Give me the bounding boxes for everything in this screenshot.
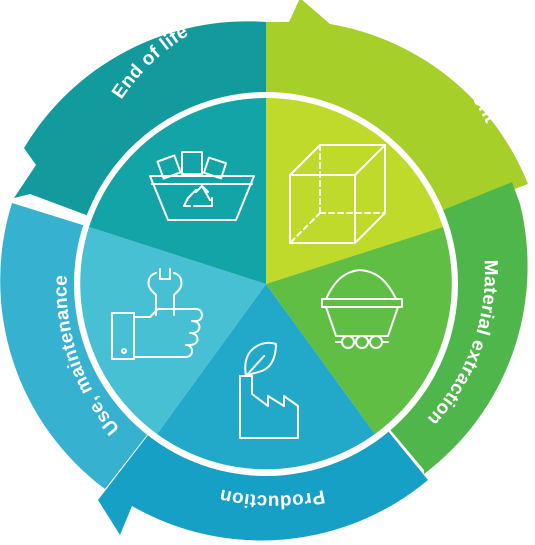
factory-leaf-icon: [239, 341, 299, 439]
pie-slice-use: [80, 227, 266, 434]
inner-pie: [80, 98, 452, 470]
mine-cart-icon: [321, 269, 403, 349]
thumbs-up-wrench-icon: [111, 268, 203, 360]
pie-slice-end-of-life: [89, 98, 266, 284]
pie-slice-production: [157, 284, 375, 470]
cube-icon: [289, 144, 386, 244]
recycle-basket-icon: [149, 151, 255, 221]
pie-slice-material: [266, 227, 452, 434]
